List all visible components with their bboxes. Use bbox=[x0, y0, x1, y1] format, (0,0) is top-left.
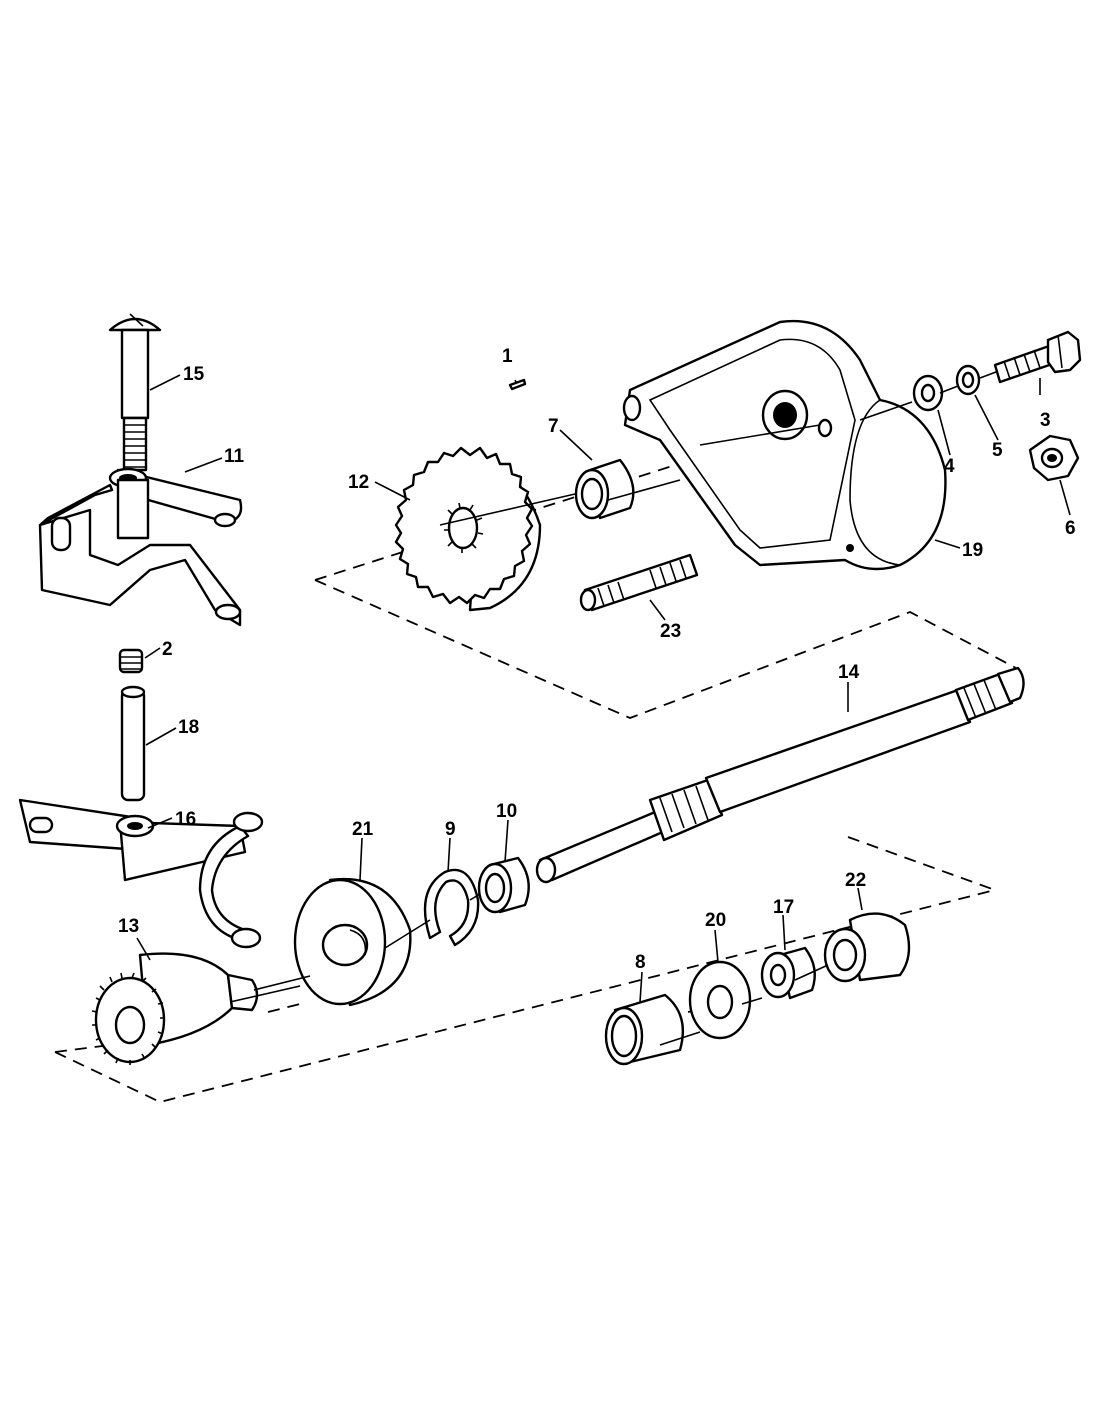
callout-13: 13 bbox=[118, 916, 139, 937]
part-12-spur-gear bbox=[394, 446, 542, 612]
callout-18: 18 bbox=[178, 717, 199, 738]
callout-labels: 1 2 3 4 5 6 7 8 9 10 11 12 13 14 15 16 1… bbox=[118, 346, 1076, 973]
callout-10: 10 bbox=[496, 801, 517, 822]
callout-22: 22 bbox=[845, 870, 866, 891]
part-16-shift-lever-fork bbox=[18, 798, 264, 949]
part-4-flat-washer bbox=[912, 374, 944, 412]
callout-15: 15 bbox=[183, 364, 205, 385]
part-18-pin bbox=[120, 685, 146, 802]
callout-11: 11 bbox=[224, 446, 245, 467]
part-17-spacer-nut bbox=[760, 946, 816, 1000]
callout-7: 7 bbox=[548, 416, 559, 437]
callout-leaders bbox=[136, 374, 1071, 1003]
part-14-shaft bbox=[535, 666, 1025, 884]
callout-6: 6 bbox=[1065, 518, 1076, 539]
callout-14: 14 bbox=[838, 662, 860, 683]
callout-4: 4 bbox=[944, 456, 955, 477]
callout-19: 19 bbox=[962, 540, 983, 561]
callout-3: 3 bbox=[1040, 410, 1051, 431]
callout-17: 17 bbox=[773, 897, 794, 918]
part-6-hex-nut bbox=[1028, 434, 1080, 482]
part-19-housing bbox=[622, 319, 947, 571]
callout-1: 1 bbox=[502, 346, 513, 367]
callout-20: 20 bbox=[705, 910, 726, 931]
callout-8: 8 bbox=[635, 952, 646, 973]
part-9-retaining-ring bbox=[423, 868, 480, 947]
callout-12: 12 bbox=[348, 472, 369, 493]
part-8-needle-bearing bbox=[604, 993, 684, 1066]
part-7-needle-bearing bbox=[574, 458, 635, 520]
part-11-shift-bracket bbox=[38, 467, 243, 627]
part-23-stud bbox=[579, 553, 699, 612]
part-3-hex-bolt bbox=[993, 330, 1082, 384]
part-15-slotted-bolt bbox=[108, 313, 162, 472]
callout-16: 16 bbox=[175, 809, 196, 830]
callout-9: 9 bbox=[445, 819, 456, 840]
part-1-roll-pin bbox=[508, 378, 527, 391]
callout-5: 5 bbox=[992, 440, 1003, 461]
part-10-bushing bbox=[477, 856, 530, 914]
axis-lines bbox=[229, 371, 997, 1046]
part-22-flanged-bushing bbox=[823, 912, 911, 983]
part-13-pinion-gear bbox=[91, 952, 259, 1065]
callout-21: 21 bbox=[352, 819, 374, 840]
callout-23: 23 bbox=[660, 621, 681, 642]
part-2-set-screw bbox=[118, 648, 144, 674]
part-20-thrust-washer bbox=[688, 960, 752, 1040]
part-21-clutch-drum bbox=[293, 877, 412, 1007]
part-5-lock-washer bbox=[955, 364, 981, 396]
callout-2: 2 bbox=[162, 639, 173, 660]
